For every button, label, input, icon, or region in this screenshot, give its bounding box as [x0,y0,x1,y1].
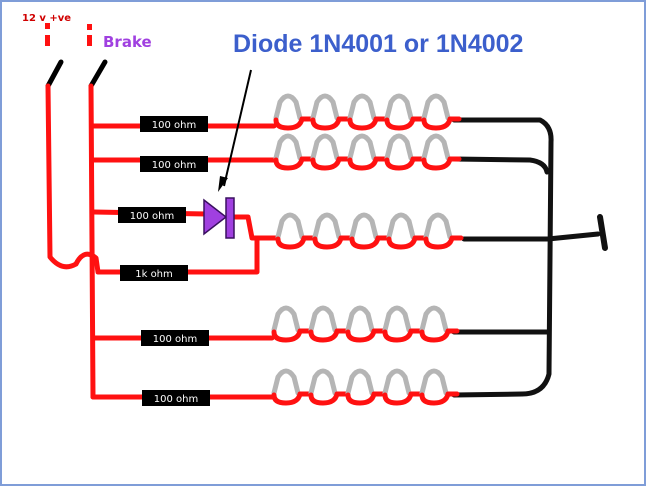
led-lead [312,235,353,250]
led-dome [312,212,342,240]
resistor-r3: 100 ohm [118,207,186,223]
led-dome [347,133,377,161]
resistor-r4-label: 1k ohm [135,269,173,280]
led-lead [384,156,425,171]
led-dome [419,368,449,396]
tail-feed-wire [45,83,79,270]
led-dome [345,368,375,396]
diode-cathode-bar [225,197,235,239]
switch-terminals [45,23,92,46]
brake-terminal [87,35,92,46]
led-lead [419,328,460,343]
led-row-2 [273,133,462,171]
led-lead [382,328,423,343]
led-row-4 [271,305,460,343]
led-dome [384,133,414,161]
led-row-5 [271,368,460,406]
resistors: 100 ohm 100 ohm 100 ohm 1k ohm 100 ohm 1… [118,116,210,406]
led-dome [421,133,451,161]
resistor-r6: 100 ohm [142,390,210,406]
led-lead [275,235,316,250]
positive-wiring [45,83,279,400]
ground-return-wire [451,117,554,398]
brake-switch-lever [88,59,108,89]
resistor-r5: 100 ohm [141,330,209,346]
resistor-r3-label: 100 ohm [130,211,174,222]
led-lead [310,156,351,171]
led-lead [310,116,351,131]
led-dome [382,368,412,396]
led-lead [386,235,427,250]
led-row-1 [273,93,462,131]
led-lead [273,156,314,171]
led-dome [345,305,375,333]
resistor-r1-label: 100 ohm [152,120,196,131]
led-lead [421,156,462,171]
diode-out-wire [225,214,279,241]
led-lead [382,391,423,406]
led-lead [271,391,312,406]
brake-terminal-top [87,24,92,30]
led-dome [347,93,377,121]
led-lead [271,328,312,343]
resistor-r6-label: 100 ohm [154,394,198,405]
led-lead [384,116,425,131]
resistor-r2: 100 ohm [140,156,208,172]
led-lead [347,116,388,131]
led-dome [273,133,303,161]
diode-arrow [218,69,252,192]
led-dome [349,212,379,240]
led-dome [419,305,449,333]
led-dome [275,212,305,240]
resistor-r2-label: 100 ohm [152,160,196,171]
tail-to-1k-wire [73,235,260,275]
led-array [271,93,464,406]
resistor-r1: 100 ohm [140,116,208,132]
switches [45,59,108,89]
led-lead [273,116,314,131]
brake-bus-wire [88,83,96,400]
diode [203,197,235,239]
tail-terminal-top [45,23,50,29]
led-dome [386,212,416,240]
earth-lead-wire [545,231,601,242]
led-dome [308,368,338,396]
led-lead [423,235,464,250]
led-dome [421,93,451,121]
diode-label: Diode 1N4001 or 1N4002 [233,30,523,58]
tail-switch-lever [45,59,64,89]
led-lead [349,235,390,250]
led-dome [273,93,303,121]
led-dome [384,93,414,121]
led-lead [419,391,460,406]
led-lead [308,328,349,343]
supply-label: 12 v +ve [22,13,71,24]
led-dome [423,212,453,240]
led-lead [421,116,462,131]
resistor-r4: 1k ohm [120,265,188,281]
led-lead [345,328,386,343]
led-dome [271,368,301,396]
led-lead [308,391,349,406]
led-lead [347,156,388,171]
led-dome [310,93,340,121]
led-dome [271,305,301,333]
resistor-r5-label: 100 ohm [153,334,197,345]
led-dome [310,133,340,161]
ground-wiring [451,117,608,398]
led-dome [382,305,412,333]
brake-label: Brake [103,33,152,51]
led-dome [308,305,338,333]
diode-anode [203,198,228,236]
row-2-ground-wire [451,156,550,175]
tail-terminal [45,35,50,46]
earth-symbol [597,214,608,251]
led-row-3 [275,212,464,250]
led-lead [345,391,386,406]
